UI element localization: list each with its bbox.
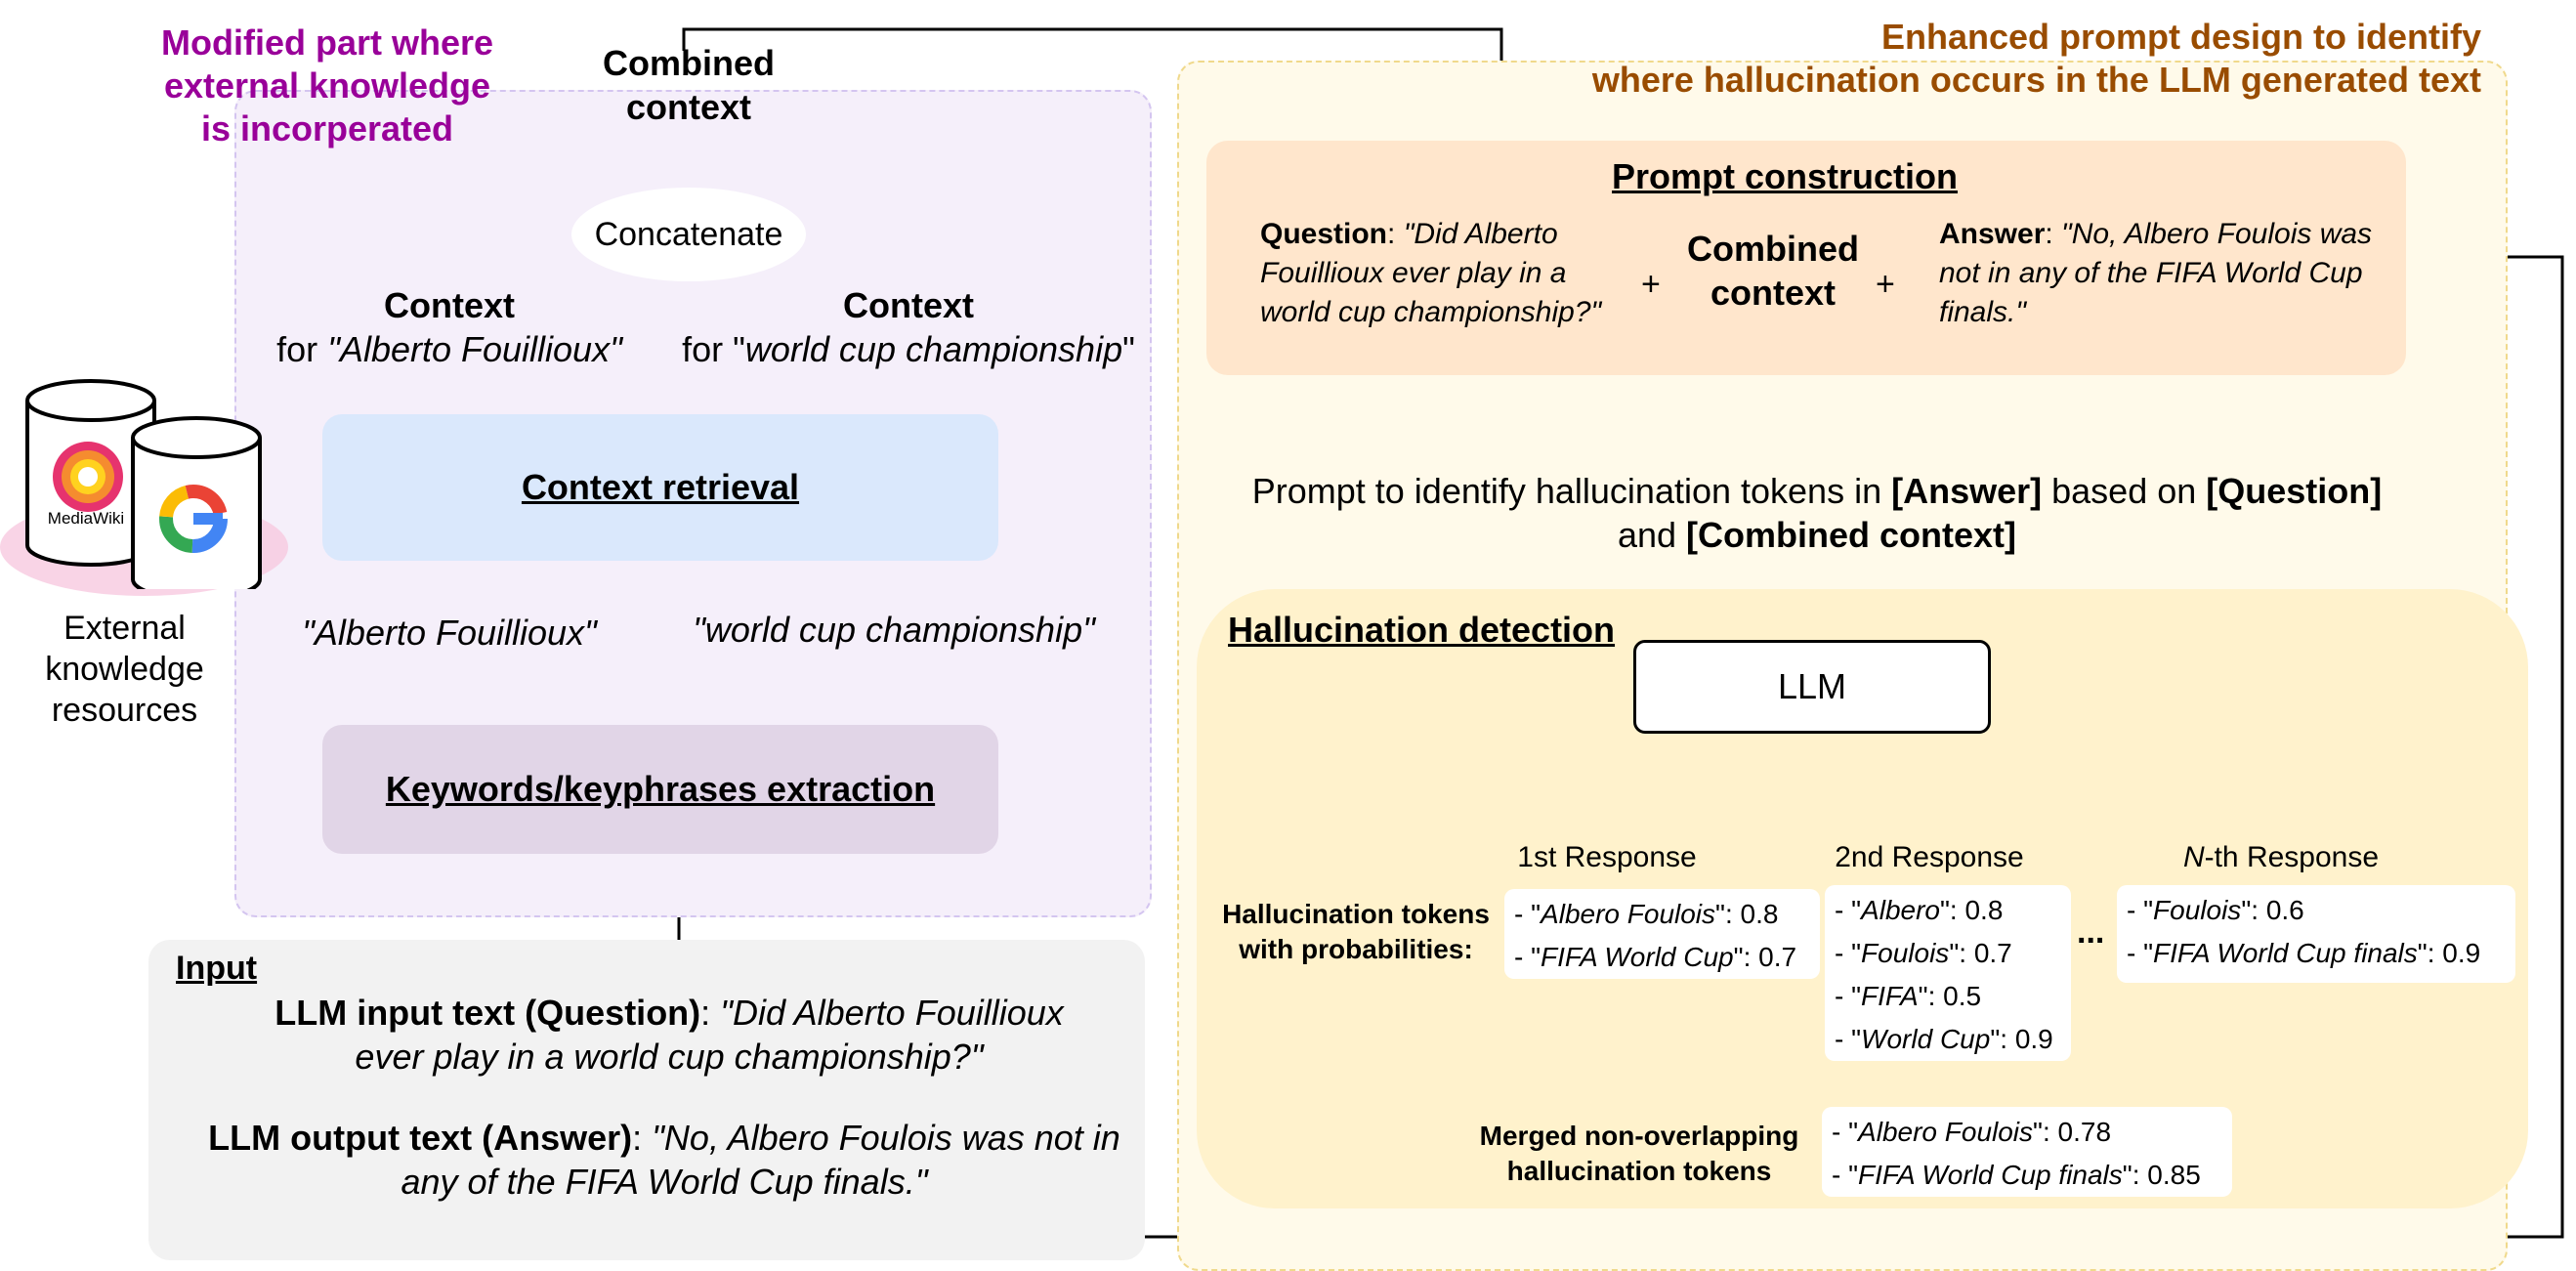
mediawiki-text: MediaWiki — [48, 509, 124, 528]
context-for-1: for "Alberto Fouillioux" — [276, 329, 622, 369]
response-title-2: 2nd Response — [1835, 841, 2024, 873]
prompt-combined: Combined context — [1687, 229, 1859, 313]
token-item: - "World Cup": 0.9 — [1835, 1024, 2053, 1054]
context-block-2: Context for "world cup championship" — [664, 283, 1153, 371]
concatenate-node: Concatenate — [571, 188, 806, 281]
prompt-construction-box — [1206, 141, 2406, 375]
prompt-identify-line1: Prompt to identify hallucination tokens … — [1251, 471, 2383, 511]
response-title-1: 1st Response — [1517, 841, 1697, 873]
google-logo — [159, 485, 228, 553]
merged-item: - "FIFA World Cup finals": 0.85 — [1832, 1160, 2201, 1190]
prompt-answer: Answer: "No, Albero Foulois was not in a… — [1939, 218, 2373, 328]
responses-ellipsis: ... — [2077, 913, 2105, 951]
input-heading: Input — [176, 950, 258, 987]
input-question: LLM input text (Question): "Did Alberto … — [274, 993, 1064, 1077]
keyword-term-1: "Alberto Fouillioux" — [302, 613, 597, 653]
prompt-identify-line2: and [Combined context] — [1617, 515, 2017, 555]
context-block-1: Context for "Alberto Fouillioux" — [244, 283, 655, 371]
response-card-1: - "Albero Foulois": 0.8 - "FIFA World Cu… — [1504, 889, 1820, 979]
tokens-label: Hallucination tokens with probabilities: — [1222, 899, 1490, 964]
llm-box: LLM — [1633, 640, 1991, 734]
input-answer: LLM output text (Answer): "No, Albero Fo… — [208, 1118, 1120, 1202]
token-item: - "FIFA World Cup finals": 0.9 — [2127, 938, 2481, 968]
prompt-plus-2: + — [1876, 266, 1895, 303]
database-icons: MediaWiki — [25, 379, 262, 589]
response-card-2: - "Albero": 0.8 - "Foulois": 0.7 - "FIFA… — [1825, 885, 2071, 1061]
context-for-2: for "world cup championship" — [682, 329, 1135, 369]
context-retrieval-box: Context retrieval — [322, 414, 998, 561]
response-card-n: - "Foulois": 0.6 - "FIFA World Cup final… — [2117, 885, 2515, 983]
prompt-identify-text: Prompt to identify hallucination tokens … — [1221, 469, 2413, 557]
merged-item: - "Albero Foulois": 0.78 — [1832, 1117, 2112, 1147]
right-region-title: Enhanced prompt design to identify where… — [1465, 16, 2481, 102]
context-label-1: Context — [384, 285, 515, 325]
token-item: - "Foulois": 0.6 — [2127, 895, 2304, 925]
input-box — [148, 940, 1145, 1260]
right-title-line1: Enhanced prompt design to identify — [1880, 17, 2481, 57]
prompt-construction-heading: Prompt construction — [1612, 156, 1959, 196]
response-title-n: N-th Response — [2182, 841, 2380, 873]
token-item: - "Albero": 0.8 — [1835, 895, 2004, 925]
prompt-plus-1: + — [1641, 266, 1661, 303]
left-region-title: Modified part where external knowledge i… — [160, 22, 494, 148]
token-item: - "Foulois": 0.7 — [1835, 938, 2012, 968]
external-resources-label: External knowledge resources — [45, 610, 204, 729]
combined-context-label: Combined context — [603, 43, 775, 127]
token-item: - "FIFA World Cup": 0.7 — [1514, 942, 1797, 972]
right-title-line2: where hallucination occurs in the LLM ge… — [1591, 60, 2481, 100]
merged-card: - "Albero Foulois": 0.78 - "FIFA World C… — [1822, 1107, 2232, 1197]
context-label-2: Context — [843, 285, 974, 325]
keyword-term-2: "world cup championship" — [693, 610, 1095, 650]
token-item: - "FIFA": 0.5 — [1835, 981, 1982, 1011]
prompt-question: Question: "Did Alberto Fouillioux ever p… — [1260, 218, 1602, 328]
hallucination-detection-heading: Hallucination detection — [1228, 610, 1616, 650]
token-item: - "Albero Foulois": 0.8 — [1514, 899, 1779, 929]
keywords-extraction-box: Keywords/keyphrases extraction — [322, 725, 998, 854]
merged-label: Merged non-overlapping hallucination tok… — [1479, 1121, 1799, 1186]
mediawiki-logo — [53, 442, 123, 512]
